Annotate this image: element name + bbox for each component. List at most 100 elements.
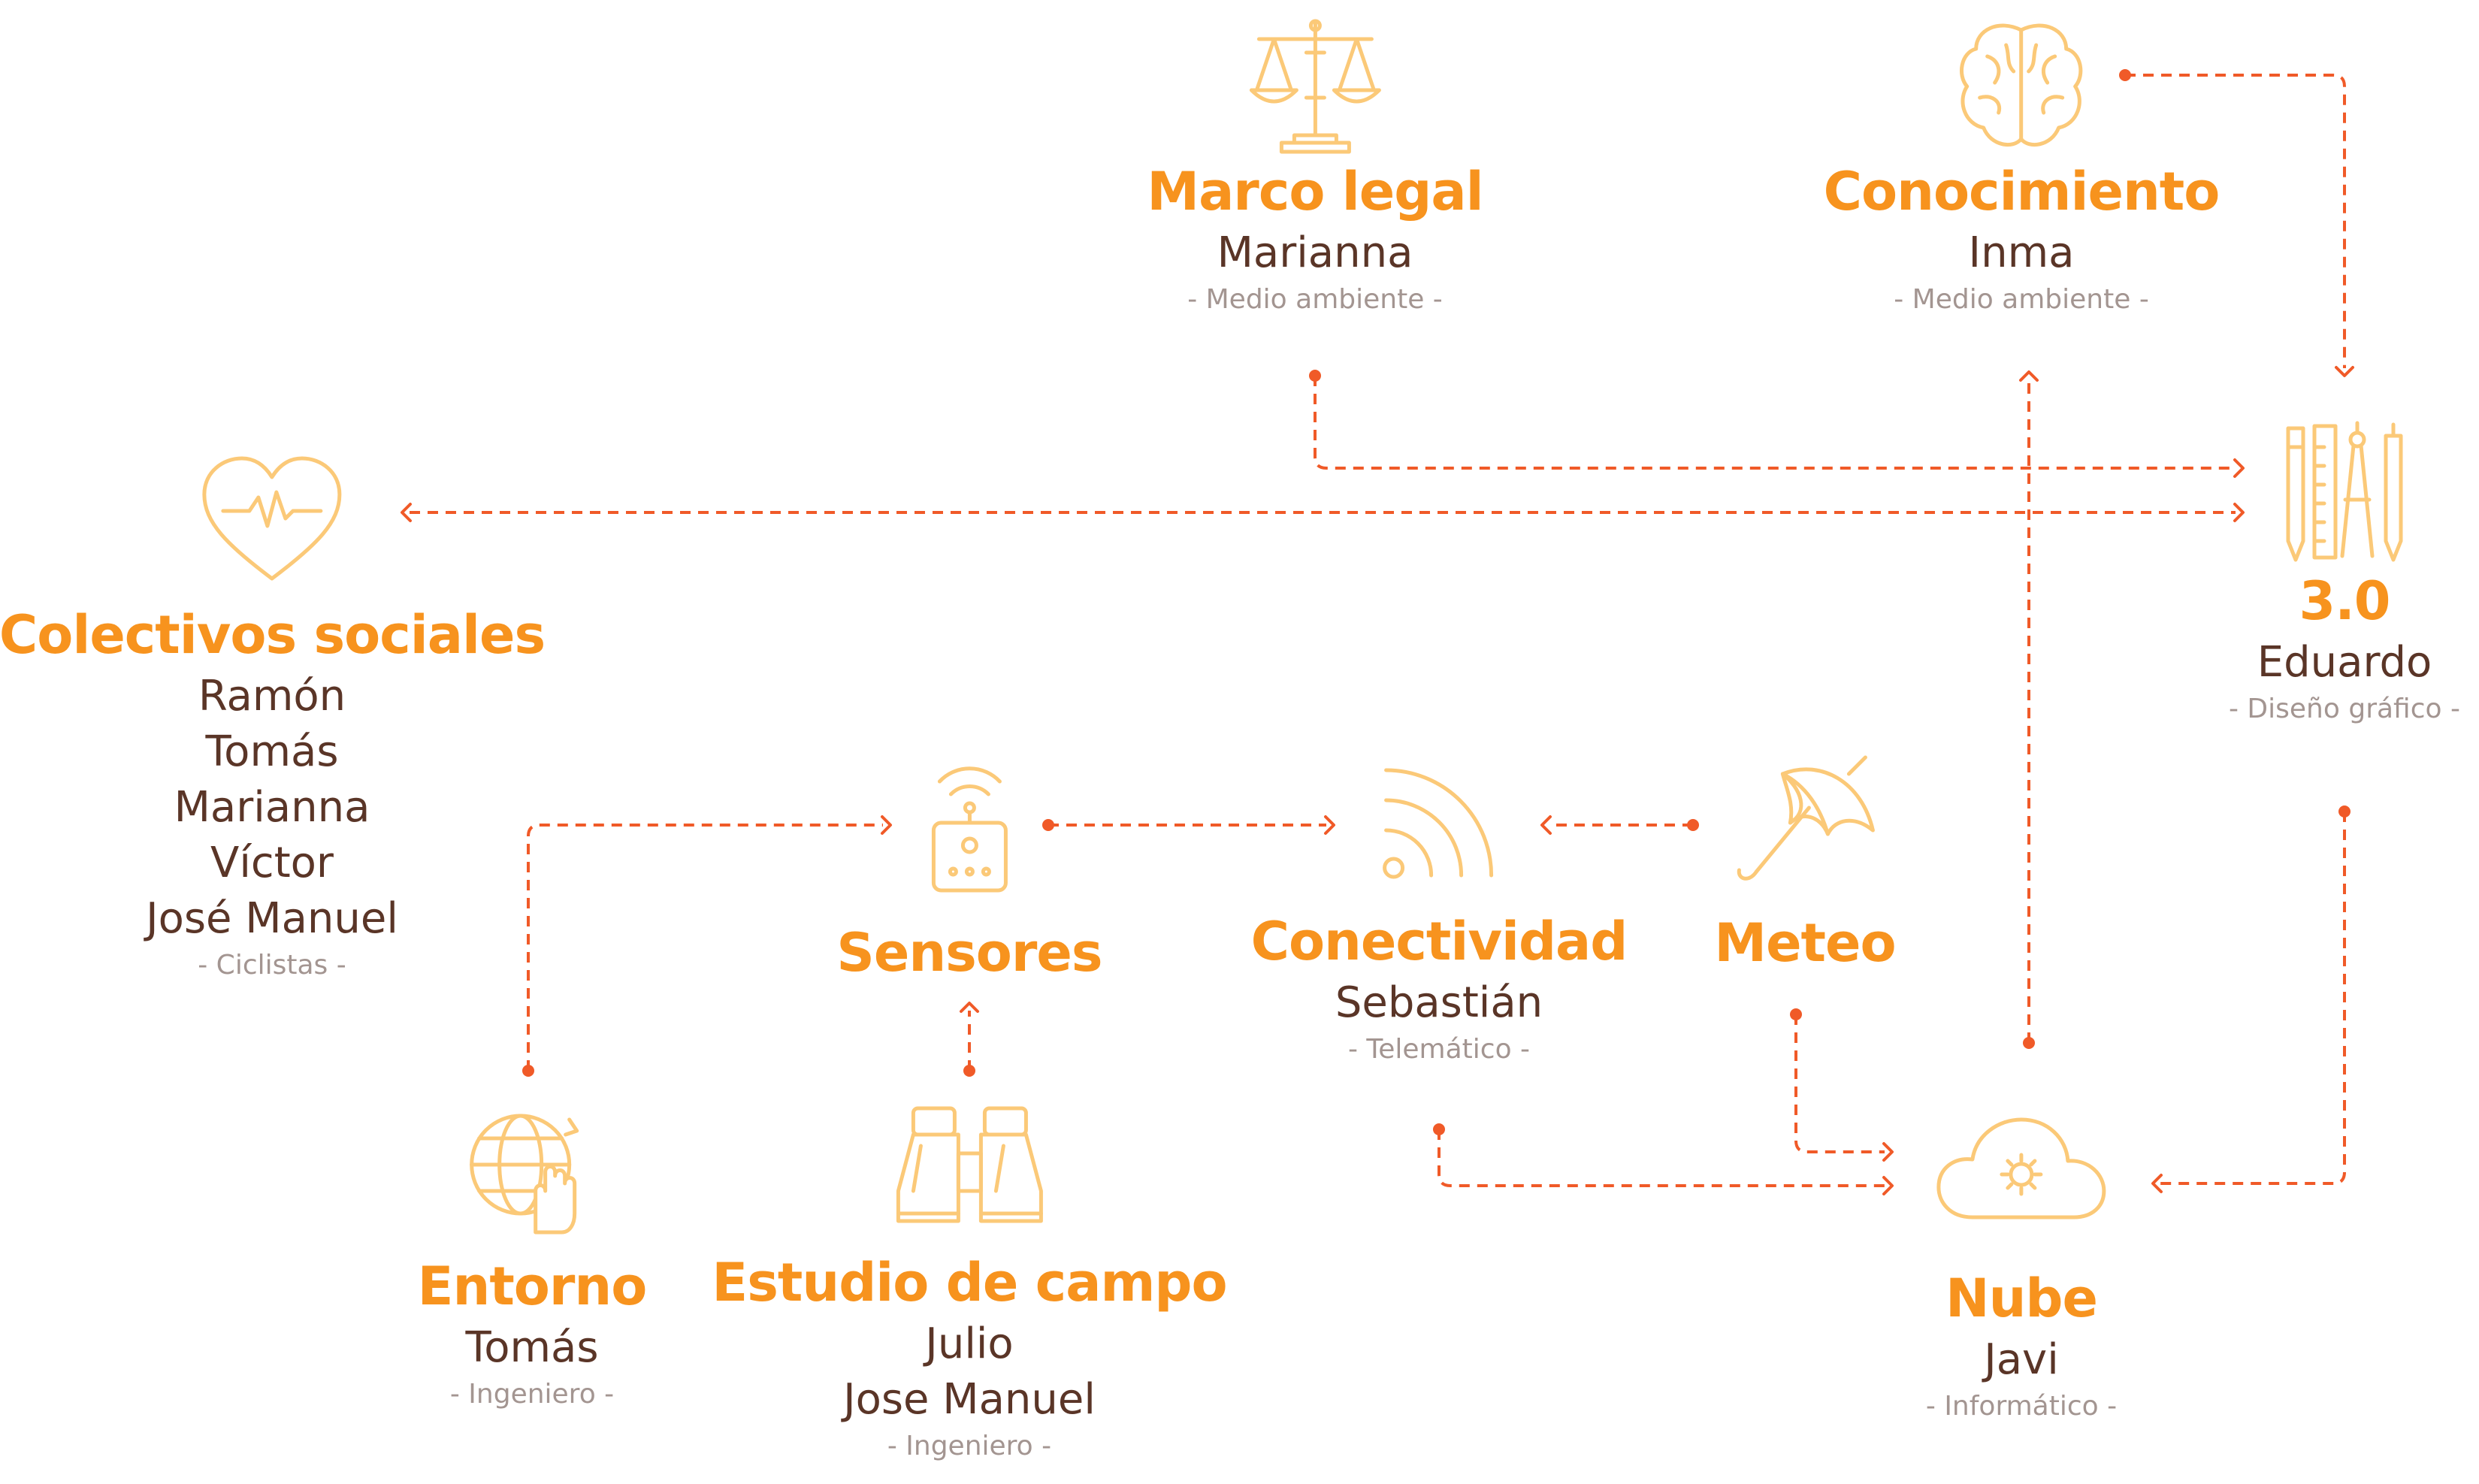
person-name: Eduardo <box>2257 638 2432 687</box>
connector-start-dot <box>1790 1008 1802 1020</box>
wifi-signal-icon <box>1383 768 1494 879</box>
node-people: Marianna <box>1147 225 1483 281</box>
scales-icon <box>1249 19 1381 154</box>
node-title: Colectivos sociales <box>0 604 546 666</box>
person-name: Tomás <box>205 727 339 776</box>
person-name: Julio <box>925 1319 1014 1368</box>
connector-arrowhead <box>2151 1174 2163 1193</box>
connector-start-dot <box>1309 370 1321 382</box>
person-name: Inma <box>1968 228 2075 277</box>
connector-arrowhead <box>401 503 412 522</box>
node-title: Marco legal <box>1147 161 1483 222</box>
node-meteo: Meteo <box>1714 751 1897 977</box>
node-conocimiento: Conocimiento Inma - Medio ambiente - <box>1824 15 2220 319</box>
connector-start-dot <box>522 1065 534 1077</box>
edge-conocimiento-to-3-0 <box>2119 69 2354 377</box>
node-title: 3.0 <box>2299 570 2390 632</box>
connector-arrowhead <box>2233 503 2245 522</box>
node-role: - Medio ambiente - <box>1187 284 1443 315</box>
person-name: Javi <box>1984 1335 2059 1384</box>
connector-arrowhead <box>960 1002 979 1013</box>
person-name: José Manuel <box>146 894 398 943</box>
edge-meteo-to-nube <box>1790 1008 1894 1162</box>
connector-arrowhead <box>1882 1176 1894 1195</box>
node-people: Sebastián <box>1251 975 1628 1031</box>
node-title: Estudio de campo <box>712 1252 1227 1313</box>
connector-start-dot <box>1042 819 1054 831</box>
node-conectividad: Conectividad Sebastián - Telemático - <box>1251 759 1628 1068</box>
edge-meteo-to-conectividad <box>1540 815 1699 835</box>
node-title: Conectividad <box>1250 911 1628 972</box>
person-name: Tomás <box>465 1323 599 1372</box>
node-people: Eduardo <box>2229 635 2460 691</box>
heart-pulse-icon <box>202 456 342 581</box>
person-name: Sebastián <box>1335 978 1543 1027</box>
node-role: - Medio ambiente - <box>1894 284 2149 315</box>
connector-arrowhead <box>1324 815 1335 835</box>
connector-start-dot <box>2338 805 2351 818</box>
node-3-0: 3.0 Eduardo - Diseño gráfico - <box>2229 417 2460 728</box>
node-title: Meteo <box>1714 912 1896 974</box>
edge-nube-to-conocimiento <box>2019 370 2039 1049</box>
connector-line <box>527 824 883 1071</box>
connector-line <box>1314 376 2236 470</box>
person-name: Ramón <box>198 672 346 721</box>
person-name: Marianna <box>174 783 370 832</box>
node-title: Conocimiento <box>1823 161 2221 222</box>
node-people: Tomás <box>418 1320 647 1376</box>
node-role: - Informático - <box>1925 1391 2118 1422</box>
brain-icon <box>1960 23 2083 147</box>
cloud-gear-icon <box>1936 1117 2106 1220</box>
person-name: Víctor <box>210 839 334 887</box>
node-people: Inma <box>1824 225 2220 281</box>
connector-arrowhead <box>1882 1142 1894 1162</box>
connector-arrowhead <box>2335 366 2354 377</box>
sensor-device-icon <box>931 766 1008 893</box>
connector-line <box>1794 1014 1885 1153</box>
person-name: Marianna <box>1217 228 1413 277</box>
edge-marco-legal-to-3-0 <box>1309 370 2245 478</box>
edge-sensores-to-conectividad <box>1042 815 1335 835</box>
edge-conectividad-to-nube <box>1433 1123 1894 1195</box>
edge-3-0-to-nube <box>2151 805 2351 1193</box>
connector-start-dot <box>1433 1123 1445 1135</box>
node-role: - Ciclistas - <box>198 950 346 981</box>
edge-entorno-to-sensores <box>522 815 892 1077</box>
connector-line <box>1438 1129 1885 1187</box>
node-marco-legal: Marco legal Marianna - Medio ambiente - <box>1147 15 1484 319</box>
node-role: - Diseño gráfico - <box>2229 694 2460 724</box>
node-role: - Telemático - <box>1347 1034 1531 1065</box>
connector-arrowhead <box>1540 815 1552 835</box>
person-name: Jose Manuel <box>843 1375 1096 1424</box>
node-sensores: Sensores <box>836 748 1103 987</box>
node-nube: Nube Javi - Informático - <box>1926 1108 2117 1425</box>
connector-start-dot <box>1687 819 1699 831</box>
connector-arrowhead <box>881 815 892 835</box>
node-title: Sensores <box>836 922 1102 984</box>
node-title: Nube <box>1945 1268 2098 1329</box>
binoculars-icon <box>896 1106 1043 1223</box>
node-role: - Ingeniero - <box>887 1431 1052 1461</box>
connector-start-dot <box>2023 1037 2035 1049</box>
node-people: Javi <box>1926 1332 2117 1388</box>
connector-start-dot <box>2119 69 2131 81</box>
edge-estudio-to-sensores <box>960 1002 979 1077</box>
globe-hand-icon <box>470 1114 579 1235</box>
umbrella-icon <box>1737 755 1875 881</box>
node-title: Entorno <box>417 1256 648 1317</box>
connector-start-dot <box>963 1065 975 1077</box>
connector-arrowhead <box>2233 458 2245 478</box>
connector-line <box>2125 74 2346 368</box>
connector-line <box>2160 812 2346 1185</box>
node-role: - Ingeniero - <box>449 1379 615 1410</box>
edge-colectivos-to-3-0 <box>401 503 2245 522</box>
connector-arrowhead <box>2019 370 2039 382</box>
node-entorno: Entorno Tomás - Ingeniero - <box>418 1101 647 1413</box>
drawing-tools-icon <box>2286 421 2403 562</box>
